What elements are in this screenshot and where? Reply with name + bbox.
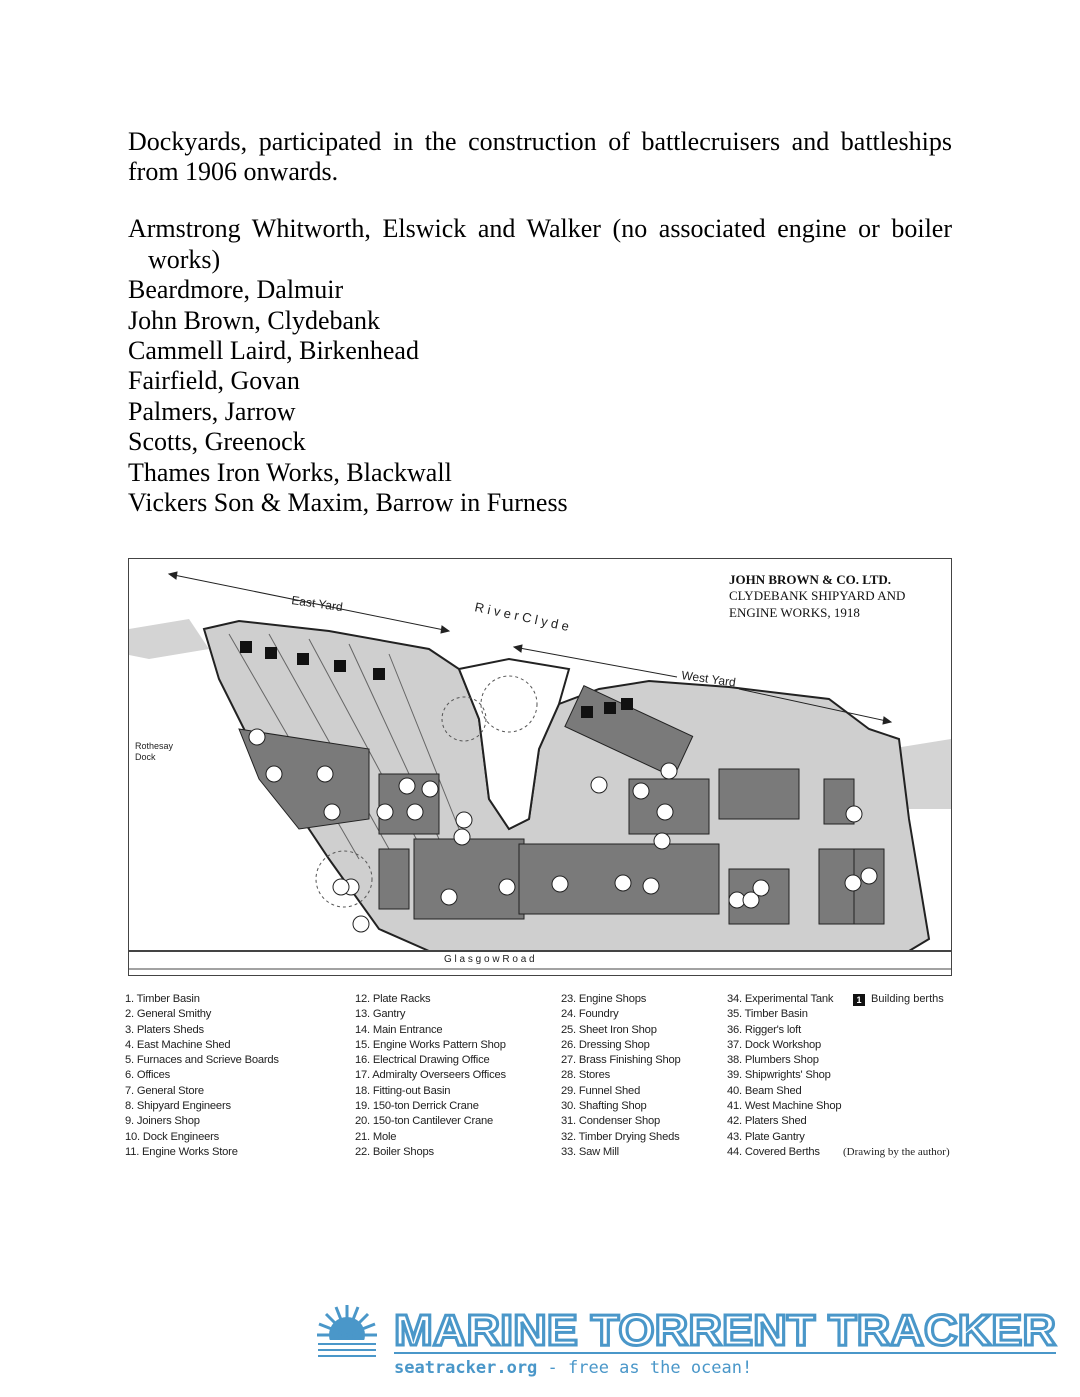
legend-item: 4. East Machine Shed: [125, 1038, 231, 1051]
rothesay-label: Dock: [135, 752, 156, 762]
legend-item: 16. Electrical Drawing Office: [355, 1054, 490, 1067]
legend-item: 34. Experimental Tank: [727, 993, 834, 1005]
marine-torrent-tracker-logo: MARINE TORRENT TRACKER seatracker.org - …: [310, 1300, 1060, 1380]
legend-item: 2. General Smithy: [125, 1008, 212, 1021]
legend-item: 26. Dressing Shop: [561, 1038, 650, 1051]
legend-column-3: 23. Engine Shops 24. Foundry 25. Sheet I…: [561, 992, 681, 1160]
legend-item: 24. Foundry: [561, 1008, 619, 1021]
legend-item: 35. Timber Basin: [727, 1008, 808, 1021]
legend-item: 19. 150-ton Derrick Crane: [355, 1100, 479, 1113]
drawing-credit: (Drawing by the author): [843, 1146, 950, 1158]
legend-item: 8. Shipyard Engineers: [125, 1100, 231, 1113]
shipbuilder-item: Armstrong Whitworth, Elswick and Walker …: [128, 214, 952, 243]
logo-site: seatracker.org: [394, 1358, 537, 1378]
legend-item: 9. Joiners Shop: [125, 1115, 200, 1128]
legend-item: 32. Timber Drying Sheds: [561, 1130, 680, 1143]
shipbuilder-item: Fairfield, Govan: [128, 366, 300, 395]
logo-tagline: seatracker.org - free as the ocean!: [394, 1358, 752, 1378]
legend-item: 10. Dock Engineers: [125, 1130, 220, 1143]
legend-item: 12. Plate Racks: [355, 993, 431, 1005]
intro-paragraph: Dockyards, participated in the construct…: [128, 127, 952, 186]
logo-name: MARINE TORRENT TRACKER: [394, 1306, 1056, 1355]
shipbuilder-item: Cammell Laird, Birkenhead: [128, 336, 419, 365]
legend-item: 29. Funnel Shed: [561, 1084, 641, 1097]
legend-key-building-berths: 1 Building berths: [853, 992, 944, 1007]
legend-item: 27. Brass Finishing Shop: [561, 1054, 681, 1067]
rothesay-label: Rothesay: [135, 741, 174, 751]
legend-item: 11. Engine Works Store: [125, 1145, 238, 1158]
legend-item: 21. Mole: [355, 1130, 397, 1143]
legend-item: 31. Condenser Shop: [561, 1115, 661, 1128]
shipbuilder-item: Thames Iron Works, Blackwall: [128, 458, 452, 487]
shipbuilder-item: Beardmore, Dalmuir: [128, 275, 344, 304]
shipbuilder-item: Palmers, Jarrow: [128, 397, 296, 426]
legend-item: 41. West Machine Shop: [727, 1100, 842, 1113]
shipbuilder-item: Scotts, Greenock: [128, 427, 306, 456]
legend-item: 1. Timber Basin: [125, 993, 200, 1005]
legend-item: 6. Offices: [125, 1069, 171, 1082]
legend-item: 25. Sheet Iron Shop: [561, 1023, 657, 1036]
legend-item: 14. Main Entrance: [355, 1023, 443, 1036]
legend-item: 39. Shipwrights' Shop: [727, 1069, 831, 1082]
legend-column-2: 12. Plate Racks 13. Gantry 14. Main Entr…: [355, 992, 506, 1160]
shipbuilder-item: works): [148, 245, 221, 274]
legend-item: 28. Stores: [561, 1069, 610, 1082]
shipbuilder-item: Vickers Son & Maxim, Barrow in Furness: [128, 488, 568, 517]
map-title-2: CLYDEBANK SHIPYARD AND: [729, 588, 905, 603]
building-berth-marker: 1: [853, 993, 865, 1006]
legend-item: 23. Engine Shops: [561, 993, 647, 1005]
shipyard-map: JOHN BROWN & CO. LTD. CLYDEBANK SHIPYARD…: [128, 558, 952, 976]
legend-item: 13. Gantry: [355, 1008, 406, 1021]
legend-item: 7. General Store: [125, 1084, 204, 1097]
legend-item: 15. Engine Works Pattern Shop: [355, 1038, 506, 1051]
legend-item: 22. Boiler Shops: [355, 1145, 434, 1158]
legend-item: 18. Fitting-out Basin: [355, 1084, 451, 1097]
legend-item: 33. Saw Mill: [561, 1145, 619, 1158]
legend-item: 38. Plumbers Shop: [727, 1054, 819, 1067]
sun-icon: [315, 1305, 379, 1370]
logo-tagline-rest: - free as the ocean!: [537, 1358, 752, 1378]
legend-key-label: Building berths: [871, 993, 944, 1005]
map-title-3: ENGINE WORKS, 1918: [729, 605, 860, 620]
legend-item: 43. Plate Gantry: [727, 1130, 805, 1143]
map-title-1: JOHN BROWN & CO. LTD.: [729, 572, 891, 587]
legend-item: 42. Platers Shed: [727, 1115, 807, 1128]
legend-item: 44. Covered Berths: [727, 1145, 820, 1158]
legend-item: 3. Platers Sheds: [125, 1023, 204, 1036]
legend-column-4: 34. Experimental Tank 35. Timber Basin 3…: [727, 992, 842, 1160]
legend-item: 30. Shafting Shop: [561, 1100, 647, 1113]
legend-item: 37. Dock Workshop: [727, 1038, 822, 1051]
legend-column-1: 1. Timber Basin 2. General Smithy 3. Pla…: [125, 992, 279, 1160]
legend-item: 40. Beam Shed: [727, 1084, 802, 1097]
road-label: G l a s g o w R o a d: [444, 954, 535, 965]
legend-item: 17. Admiralty Overseers Offices: [355, 1069, 506, 1082]
legend-item: 5. Furnaces and Scrieve Boards: [125, 1054, 279, 1067]
legend-item: 36. Rigger's loft: [727, 1023, 801, 1036]
legend-item: 20. 150-ton Cantilever Crane: [355, 1115, 494, 1128]
shipbuilder-item: John Brown, Clydebank: [128, 306, 381, 335]
